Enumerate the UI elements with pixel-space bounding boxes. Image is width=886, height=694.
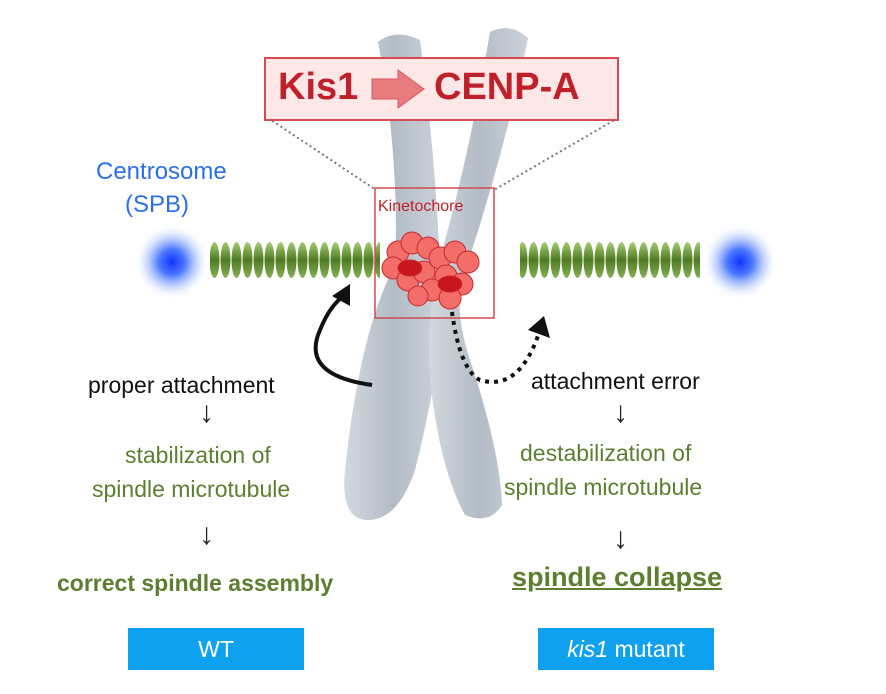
- kis1-italic: kis1: [567, 636, 609, 662]
- left-microtubule: [210, 242, 380, 282]
- attachment-error-arrowhead: [528, 316, 550, 338]
- stabilization-label-1: stabilization of: [125, 442, 271, 468]
- wt-tag: WT: [128, 628, 304, 670]
- left-centrosome: [134, 224, 210, 300]
- kinetochore-box: [374, 187, 495, 319]
- spb-label: (SPB): [125, 191, 190, 218]
- proper-attachment-label: proper attachment: [88, 372, 275, 398]
- header-arrow: [371, 69, 425, 109]
- stabilization-label-2: spindle microtubule: [92, 476, 291, 502]
- kinetochore-label: Kinetochore: [378, 198, 464, 215]
- destabilization-label-2: spindle microtubule: [504, 474, 703, 500]
- right-centrosome: [702, 224, 778, 300]
- proper-attachment-arrowhead: [332, 284, 350, 306]
- proper-attachment-arrow: [313, 293, 373, 387]
- header-box: [264, 57, 619, 121]
- mutant-text: mutant: [608, 636, 685, 662]
- destabilization-label-1: destabilization of: [520, 440, 692, 466]
- header-right-text: CENP-A: [434, 66, 580, 108]
- left-arrow-1: ↓: [199, 396, 214, 429]
- correct-assembly-label: correct spindle assembly: [57, 570, 334, 596]
- attachment-error-arrow: [450, 311, 542, 384]
- right-arrow-1: ↓: [613, 396, 628, 429]
- header-left-text: Kis1: [278, 66, 359, 108]
- attachment-error-label: attachment error: [531, 368, 700, 394]
- zoom-line-left: [267, 117, 377, 191]
- right-microtubule: [520, 242, 700, 282]
- zoom-line-right: [493, 117, 619, 191]
- kis1-mutant-tag: kis1 mutant: [538, 628, 714, 670]
- right-arrow-2: ↓: [613, 522, 628, 555]
- kinetochore-cluster: [381, 231, 480, 310]
- spindle-collapse-label: spindle collapse: [512, 562, 723, 592]
- left-arrow-2: ↓: [199, 518, 214, 551]
- centrosome-label: Centrosome: [96, 158, 227, 185]
